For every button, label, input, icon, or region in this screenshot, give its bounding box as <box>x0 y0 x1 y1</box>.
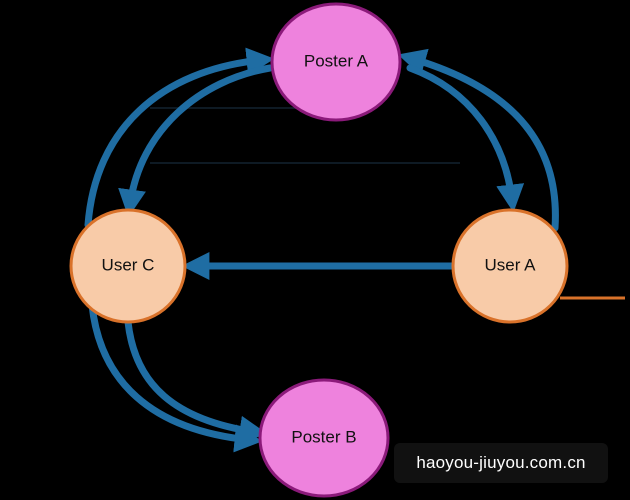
node-poster-a-label: Poster A <box>304 51 369 70</box>
edge-postera-to-usera <box>406 64 525 213</box>
node-user-c-label: User C <box>102 255 155 274</box>
watermark-label: haoyou-jiuyou.com.cn <box>394 443 608 483</box>
node-poster-b-shape <box>258 378 390 498</box>
node-poster-b: Poster B <box>258 378 390 498</box>
node-poster-a: Poster A <box>270 2 402 122</box>
node-user-c: User C <box>69 208 187 324</box>
node-poster-a-shape <box>270 2 402 122</box>
node-user-a-label: User A <box>484 255 536 274</box>
node-poster-b-label: Poster B <box>291 427 356 446</box>
edge-usera-to-postera <box>397 48 559 232</box>
node-user-c-shape <box>69 208 187 324</box>
edge-userc-to-postera <box>84 47 275 229</box>
edge-postera-to-userc <box>118 64 274 218</box>
node-user-a-shape <box>451 208 569 324</box>
edges <box>84 47 559 453</box>
edge-userc-to-posterb-inner <box>124 318 268 444</box>
edge-userc-to-posterb-outer <box>88 301 263 453</box>
faint-background-lines <box>150 107 460 164</box>
node-user-a: User A <box>451 208 569 324</box>
